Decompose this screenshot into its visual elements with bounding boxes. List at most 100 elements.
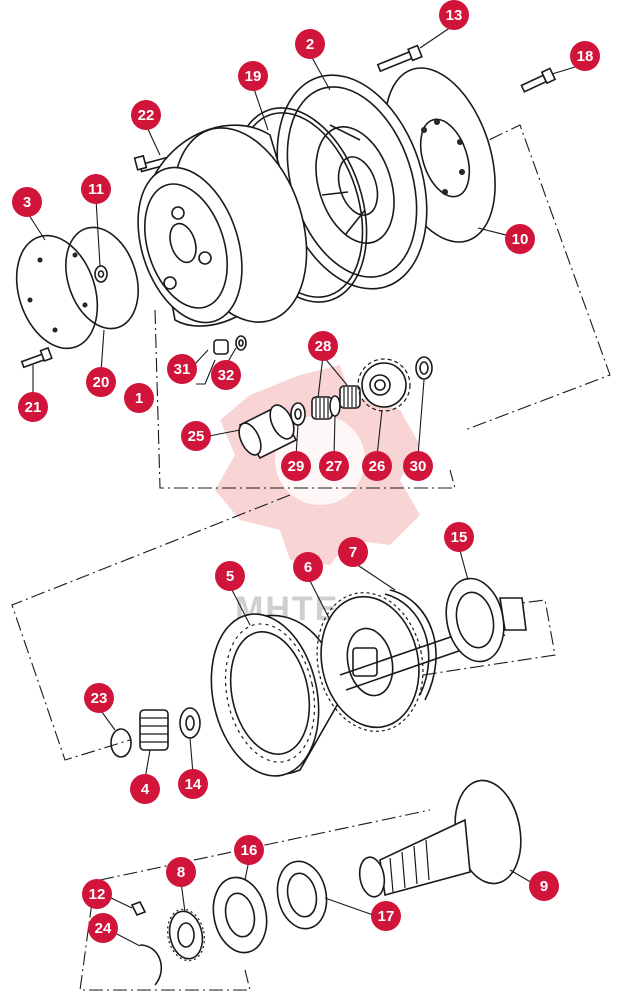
- assembly-boundaries: [11, 124, 611, 991]
- callout-circle: [403, 451, 433, 481]
- callout-11: 11: [81, 174, 111, 204]
- callout-number: 15: [451, 529, 468, 546]
- bolt-13: [376, 44, 423, 73]
- callout-26: 26: [362, 451, 392, 481]
- callout-number: 9: [540, 878, 548, 895]
- callout-circle: [18, 392, 48, 422]
- callout-circle: [131, 100, 161, 130]
- needle-bearing-28: [311, 385, 361, 420]
- callout-number: 27: [326, 458, 343, 475]
- circlip-23: [110, 728, 132, 758]
- lock-washer-12: [130, 900, 147, 917]
- callout-16: 16: [234, 835, 264, 865]
- callout-21: 21: [18, 392, 48, 422]
- callout-circle: [84, 683, 114, 713]
- callout-number: 18: [577, 48, 594, 65]
- callout-circle: [362, 451, 392, 481]
- callout-3: 3: [12, 187, 42, 217]
- callout-number: 32: [218, 367, 235, 384]
- callout-circle: [178, 769, 208, 799]
- callout-number: 26: [369, 458, 386, 475]
- callout-circle: [81, 174, 111, 204]
- bolt-21: [20, 346, 53, 369]
- washer-30: [415, 356, 433, 380]
- callout-number: 1: [135, 390, 143, 407]
- callout-number: 10: [512, 231, 529, 248]
- washer-11: [94, 265, 108, 283]
- callout-circle: [166, 857, 196, 887]
- lock-nut-8: [166, 908, 206, 962]
- callout-2: 2: [295, 29, 325, 59]
- callout-number: 8: [177, 864, 185, 881]
- callout-circle: [319, 451, 349, 481]
- ring-gear-5: [210, 613, 341, 777]
- callout-number: 12: [89, 886, 106, 903]
- callout-markers: 1234567891011121314151617181920212223242…: [12, 0, 600, 943]
- sun-gear-4: [139, 709, 169, 751]
- callout-17: 17: [371, 901, 401, 931]
- callout-circle: [82, 879, 112, 909]
- snap-ring-24: [139, 944, 163, 986]
- callout-circle: [238, 61, 268, 91]
- callout-circle: [439, 0, 469, 30]
- callout-23: 23: [84, 683, 114, 713]
- callout-number: 3: [23, 194, 31, 211]
- callout-circle: [570, 41, 600, 71]
- callout-number: 19: [245, 68, 262, 85]
- bearing-15: [445, 577, 527, 663]
- callout-number: 4: [141, 781, 150, 798]
- callout-9: 9: [529, 871, 559, 901]
- callout-14: 14: [178, 769, 208, 799]
- callout-8: 8: [166, 857, 196, 887]
- callout-number: 6: [304, 559, 312, 576]
- callout-32: 32: [211, 360, 241, 390]
- callout-circle: [88, 913, 118, 943]
- callout-number: 28: [315, 338, 332, 355]
- callout-5: 5: [215, 561, 245, 591]
- callout-27: 27: [319, 451, 349, 481]
- callout-number: 29: [288, 458, 305, 475]
- callout-number: 23: [91, 690, 108, 707]
- spacer-27: [329, 395, 341, 417]
- washer-29: [290, 402, 306, 426]
- callout-1: 1: [124, 383, 154, 413]
- planet-gear-26: [357, 358, 411, 412]
- callout-number: 11: [88, 181, 104, 198]
- bearing-16: [212, 876, 268, 954]
- callout-circle: [281, 451, 311, 481]
- callout-31: 31: [167, 354, 197, 384]
- callout-25: 25: [181, 421, 211, 451]
- callout-circle: [12, 187, 42, 217]
- callout-number: 2: [306, 36, 314, 53]
- leader-lines: [26, 24, 586, 947]
- callout-number: 31: [174, 361, 191, 378]
- callout-28: 28: [308, 331, 338, 361]
- callout-number: 24: [95, 920, 112, 937]
- callout-4: 4: [130, 774, 160, 804]
- callout-number: 17: [378, 908, 395, 925]
- callout-circle: [338, 537, 368, 567]
- callout-circle: [181, 421, 211, 451]
- callout-number: 16: [241, 842, 258, 859]
- callout-30: 30: [403, 451, 433, 481]
- callout-12: 12: [82, 879, 112, 909]
- seal-17: [276, 860, 328, 930]
- callout-number: 21: [25, 399, 42, 416]
- callout-22: 22: [131, 100, 161, 130]
- callout-circle: [234, 835, 264, 865]
- callout-circle: [505, 224, 535, 254]
- washer-32: [235, 335, 247, 351]
- callout-number: 14: [185, 776, 202, 793]
- callout-circle: [86, 367, 116, 397]
- callout-19: 19: [238, 61, 268, 91]
- callout-13: 13: [439, 0, 469, 30]
- callout-circle: [308, 331, 338, 361]
- callout-15: 15: [444, 522, 474, 552]
- callout-7: 7: [338, 537, 368, 567]
- callout-circle: [295, 29, 325, 59]
- callout-circle: [444, 522, 474, 552]
- callout-number: 30: [410, 458, 427, 475]
- callout-number: 20: [93, 374, 110, 391]
- callout-circle: [371, 901, 401, 931]
